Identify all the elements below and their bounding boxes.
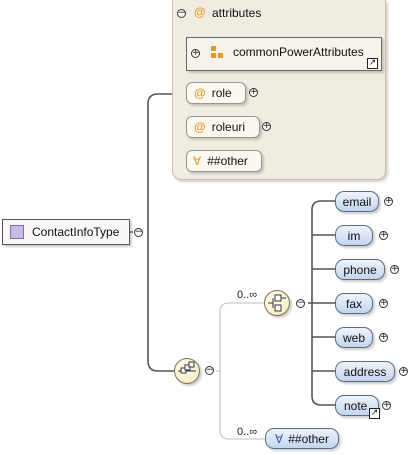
sequence-compositor[interactable] [174, 358, 200, 384]
any-attribute-label: ##other [207, 154, 248, 168]
reference-arrow-icon[interactable]: ↗ [367, 58, 378, 69]
attributes-header-icon: @ [194, 5, 206, 19]
choice-occurrence: 0..∞ [237, 289, 258, 301]
im-expand-toggle[interactable]: + [379, 230, 388, 240]
connector-to-note [311, 303, 335, 406]
connector-to-email [308, 200, 335, 304]
element-web-label: web [342, 330, 365, 345]
element-im[interactable]: im [335, 225, 373, 246]
complex-type-icon [10, 225, 24, 239]
connector-to-sequence [147, 231, 174, 372]
connector-to-choice [216, 302, 264, 372]
attributes-collapse-toggle[interactable]: − [177, 8, 186, 18]
attribute-group-icon [210, 46, 223, 59]
element-email-label: email [342, 194, 372, 209]
any-attribute[interactable]: ∀ ##other [186, 150, 262, 172]
root-type-label: ContactInfoType [32, 225, 120, 239]
element-address-label: address [343, 364, 387, 379]
attribute-group-expand-toggle[interactable]: + [191, 48, 200, 58]
attribute-roleuri-label: roleuri [211, 120, 246, 134]
any-element-label: ##other [288, 431, 329, 446]
choice-icon [268, 294, 286, 312]
attribute-group-label: commonPowerAttributes [233, 45, 364, 59]
attribute-role[interactable]: @ role [186, 82, 246, 104]
choice-compositor[interactable] [264, 290, 290, 316]
element-phone[interactable]: phone [335, 259, 385, 280]
attribute-icon: @ [194, 86, 206, 100]
note-expand-toggle[interactable]: + [382, 400, 391, 410]
element-fax-label: fax [345, 296, 362, 311]
sequence-icon [178, 361, 196, 374]
connector-to-attributes [147, 93, 172, 231]
any-element[interactable]: ∀ ##other [265, 428, 339, 449]
any-attribute-icon: ∀ [193, 154, 202, 168]
any-element-occurrence: 0..∞ [237, 426, 258, 438]
attribute-roleuri[interactable]: @ roleuri [186, 116, 260, 138]
attributes-panel: − @ attributes + commonPowerAttributes ↗… [172, 0, 386, 180]
email-expand-toggle[interactable]: + [384, 196, 393, 206]
choice-collapse-toggle[interactable]: − [296, 298, 305, 308]
address-expand-toggle[interactable]: + [399, 366, 408, 376]
element-note-label: note [344, 398, 368, 413]
note-reference-arrow-icon[interactable]: ↗ [369, 408, 380, 419]
root-collapse-toggle[interactable]: − [134, 227, 143, 237]
connector-to-any [219, 371, 265, 440]
fax-expand-toggle[interactable]: + [379, 298, 388, 308]
attribute-icon: @ [194, 120, 206, 134]
element-note[interactable]: note [335, 395, 379, 416]
sequence-collapse-toggle[interactable]: − [205, 365, 214, 375]
roleuri-expand-toggle[interactable]: + [262, 121, 271, 131]
element-email[interactable]: email [335, 191, 379, 212]
web-expand-toggle[interactable]: + [379, 332, 388, 342]
any-element-icon: ∀ [275, 431, 284, 446]
element-phone-label: phone [343, 262, 377, 277]
element-web[interactable]: web [335, 327, 373, 348]
attribute-role-label: role [211, 86, 232, 100]
root-type-box[interactable]: ContactInfoType [2, 219, 130, 245]
role-expand-toggle[interactable]: + [249, 87, 258, 97]
attributes-header: attributes [212, 6, 262, 20]
element-address[interactable]: address [335, 361, 395, 382]
element-im-label: im [347, 228, 361, 243]
element-fax[interactable]: fax [335, 293, 373, 314]
phone-expand-toggle[interactable]: + [390, 264, 399, 274]
attribute-group-box[interactable]: + commonPowerAttributes ↗ [186, 37, 382, 71]
